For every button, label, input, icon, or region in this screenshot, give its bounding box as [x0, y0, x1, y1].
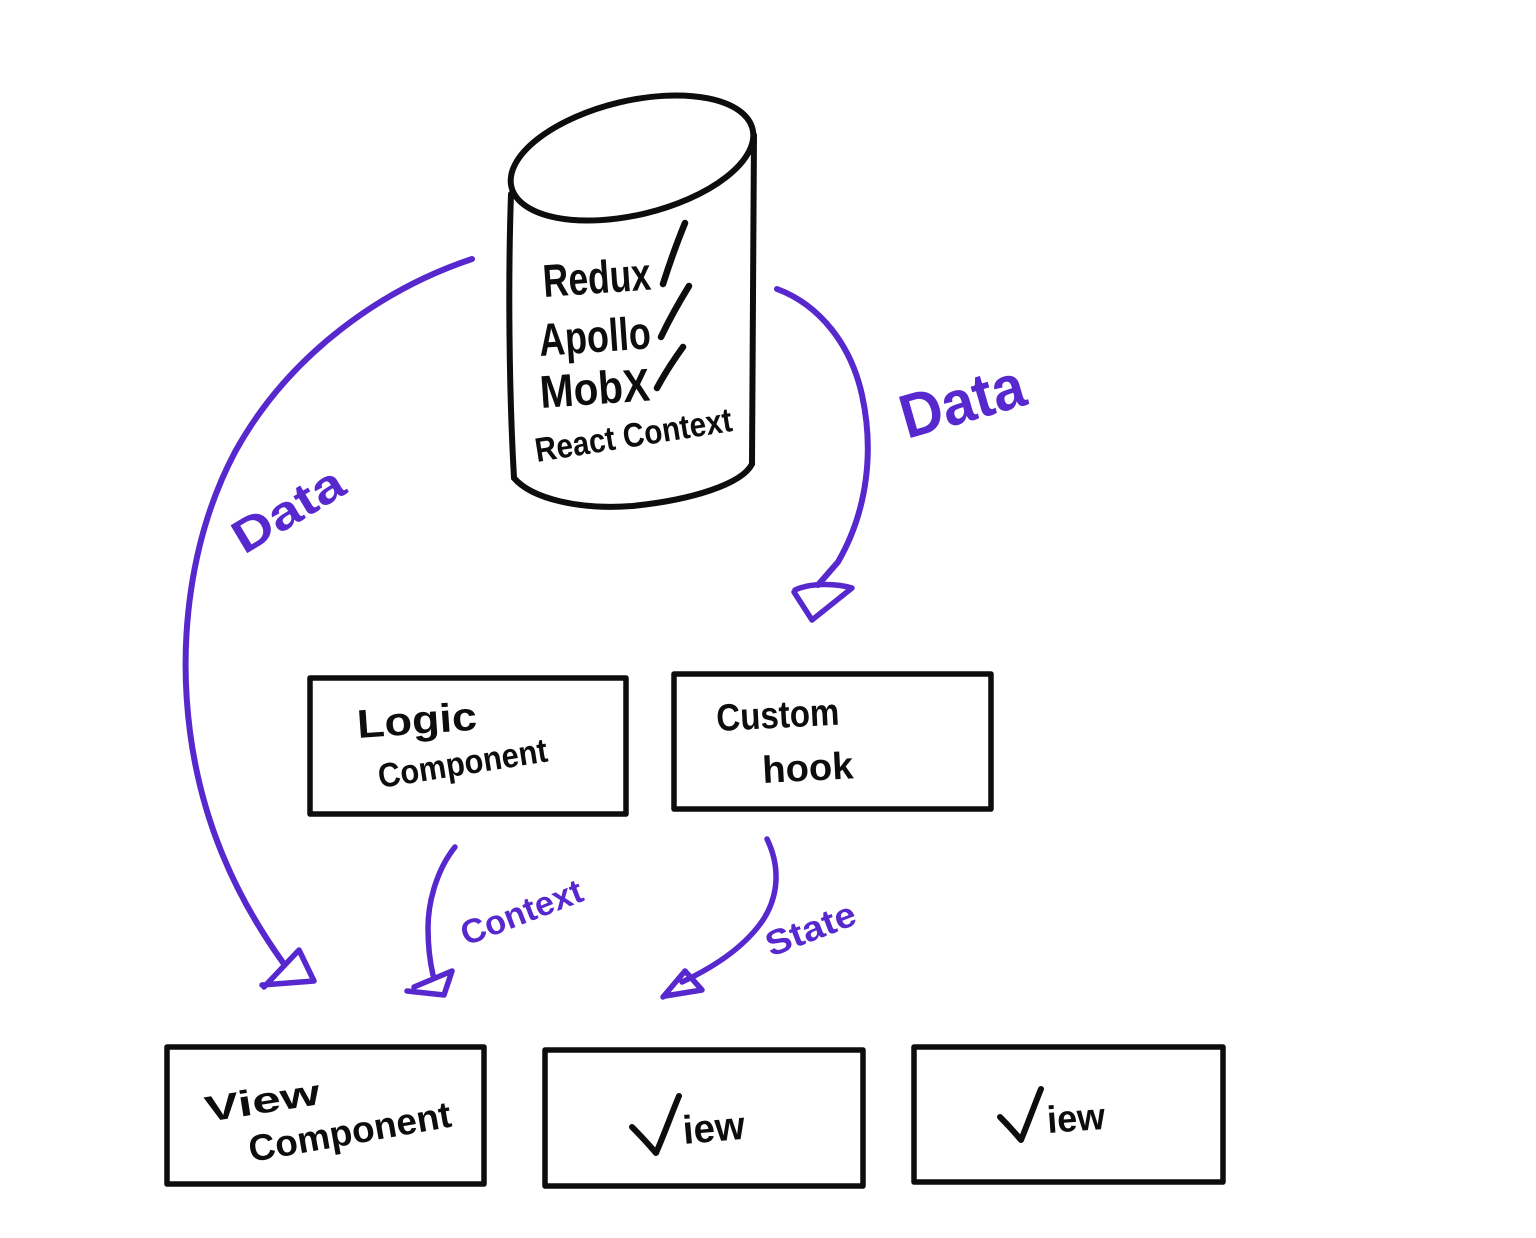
svg-text:hook: hook: [761, 745, 855, 792]
svg-text:iew: iew: [681, 1104, 747, 1153]
svg-text:Apollo: Apollo: [537, 306, 652, 366]
svg-text:Logic: Logic: [356, 695, 479, 747]
svg-text:Custom: Custom: [715, 692, 840, 740]
svg-text:MobX: MobX: [538, 358, 652, 418]
svg-text:Redux: Redux: [541, 248, 653, 307]
svg-text:iew: iew: [1046, 1096, 1107, 1142]
